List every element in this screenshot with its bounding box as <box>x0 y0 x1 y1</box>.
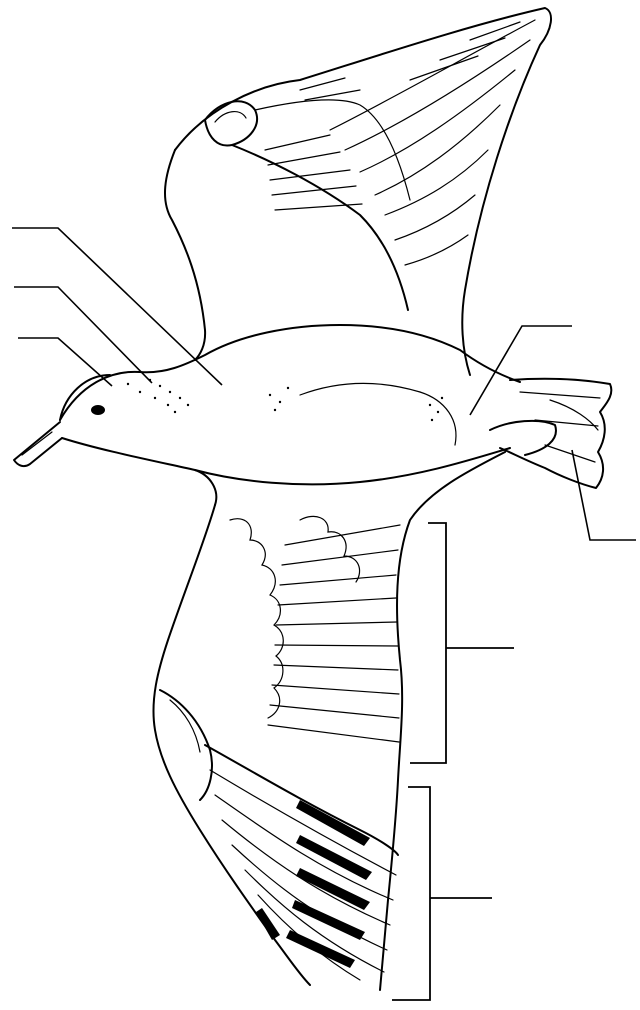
body <box>14 325 520 505</box>
bracket-primaries <box>392 787 430 1000</box>
primary-tip-mark <box>286 930 355 968</box>
lower-wing <box>153 452 505 990</box>
primary-tip-mark <box>256 908 280 940</box>
leader-lines <box>12 228 636 540</box>
leader-line-3 <box>18 338 112 386</box>
brackets <box>392 523 514 1000</box>
stipple-marks <box>127 379 443 421</box>
leader-line-4 <box>470 326 572 415</box>
primary-tip-mark <box>292 900 365 940</box>
bracket-secondaries <box>410 523 446 763</box>
tail <box>490 379 611 488</box>
upper-wing <box>165 8 551 375</box>
leader-line-2 <box>14 287 152 383</box>
leader-line-5 <box>572 450 636 540</box>
eye <box>91 405 105 415</box>
